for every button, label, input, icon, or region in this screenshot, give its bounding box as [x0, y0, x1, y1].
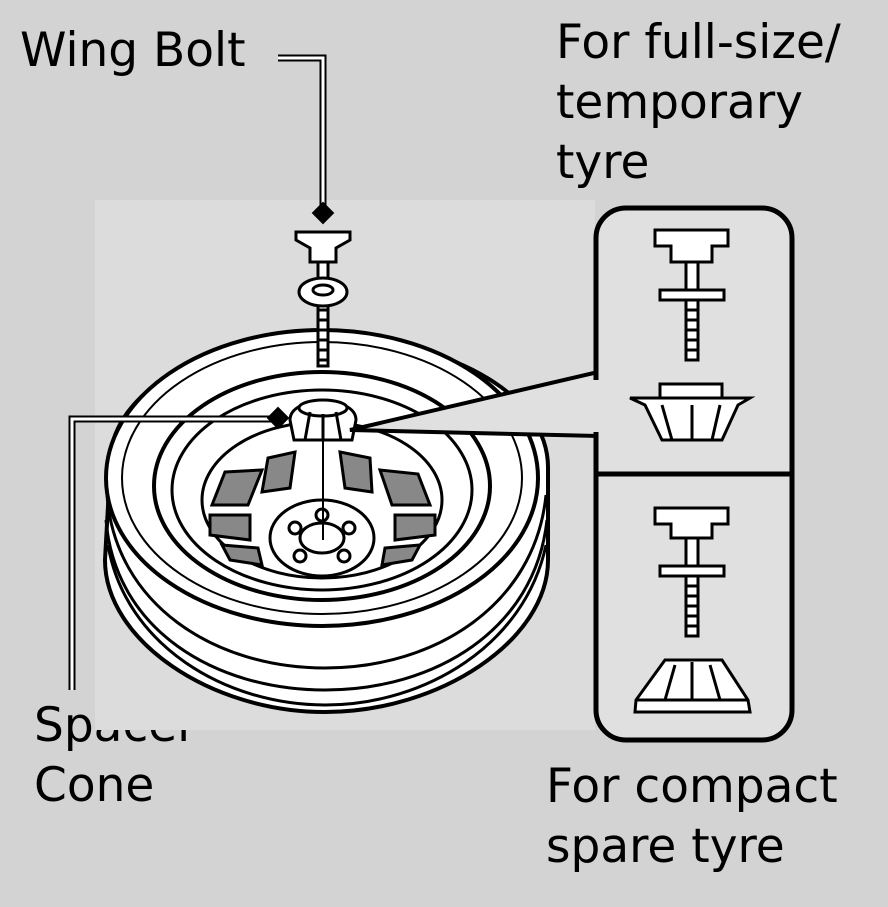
- spacer-cone-leader-marker: [266, 406, 290, 430]
- wheel-spokes: [208, 450, 437, 567]
- full-size-bolt: [653, 228, 730, 362]
- bolt-shaft: [316, 298, 330, 540]
- spacer-cone-label-line2: Cone: [34, 758, 155, 813]
- full-size-label-line1: For full-size/: [556, 15, 841, 70]
- compact-label-line2: spare tyre: [546, 819, 785, 874]
- full-size-label-line2: temporary: [556, 75, 803, 130]
- wing-bolt-part: [294, 230, 352, 308]
- full-size-spacer-cone: [629, 382, 756, 442]
- wheel-hub: [268, 498, 376, 578]
- spacer-cone-part: [288, 398, 358, 442]
- full-size-label-line3: tyre: [556, 135, 650, 190]
- compact-spacer-cone: [633, 658, 752, 714]
- wing-bolt-leader: [278, 54, 327, 210]
- compact-label-line1: For compact: [546, 759, 838, 814]
- wing-bolt-label: Wing Bolt: [20, 23, 246, 78]
- detail-panel: [590, 205, 795, 743]
- compact-bolt: [653, 506, 730, 638]
